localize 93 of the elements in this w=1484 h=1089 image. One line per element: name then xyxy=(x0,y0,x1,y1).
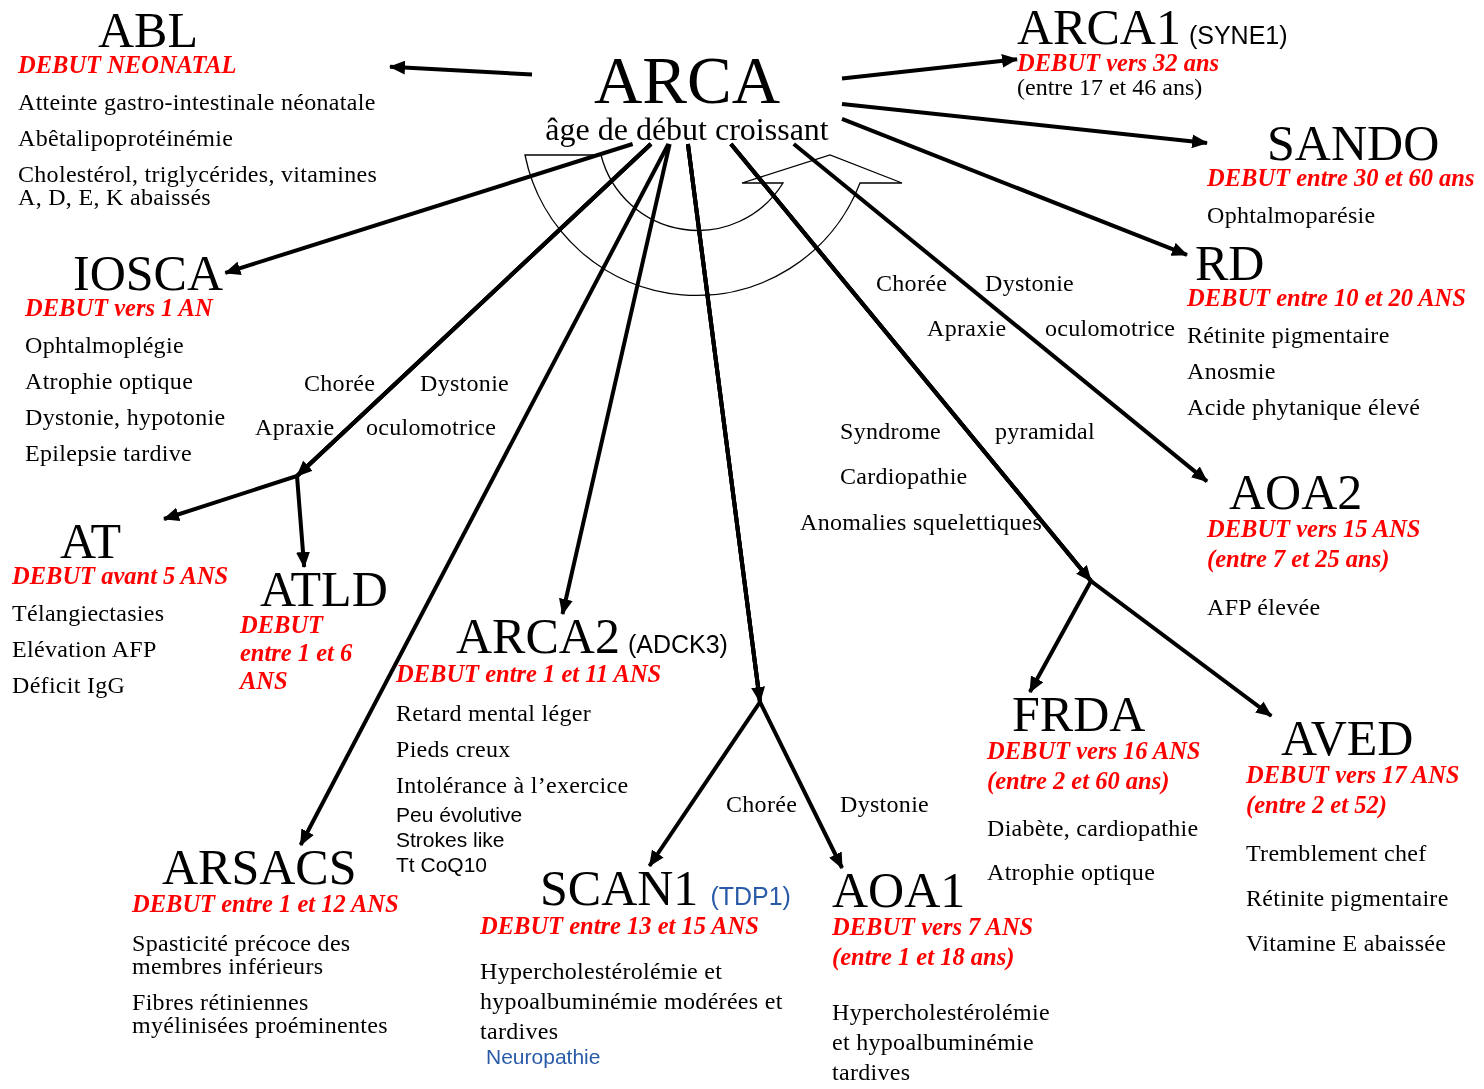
feature-label: Dystonie xyxy=(985,271,1075,295)
feature-label: Cardiopathie xyxy=(840,464,968,488)
arrow xyxy=(224,142,634,275)
feature-label: Apraxie xyxy=(927,316,1007,340)
arrow xyxy=(298,143,671,846)
symptom: Atrophie optique xyxy=(25,370,195,393)
onset-age: (entre 1 et 18 ans) xyxy=(832,942,1016,972)
gene-name: (TDP1) xyxy=(710,882,791,910)
onset-age: DEBUT vers 32 ans xyxy=(1017,50,1221,76)
feature-label: Chorée xyxy=(876,271,948,295)
feature-label: pyramidal xyxy=(995,419,1095,443)
arrow xyxy=(389,60,533,77)
arrow xyxy=(841,53,1018,81)
disease-name: ARCA1 xyxy=(1017,5,1181,49)
disease-name: SCAN1 xyxy=(540,866,699,910)
onset-range: (entre 17 et 46 ans) xyxy=(1017,76,1204,98)
arrow xyxy=(294,142,653,568)
symptom: Rétinite pigmentaire xyxy=(1246,887,1450,910)
onset-age: DEBUT entre 1 et 11 ANS xyxy=(396,659,663,689)
symptom: Hypercholestérolémie et hypoalbuminémie tardives xyxy=(832,998,1051,1087)
feature-label: Chorée xyxy=(304,371,376,395)
disease-name: ATLD xyxy=(260,567,388,611)
onset-age: DEBUT entre 1 et 12 ANS xyxy=(132,889,399,919)
arrow xyxy=(841,101,1208,149)
disease-name: ARCA2 xyxy=(456,614,620,658)
arrow xyxy=(792,142,1209,483)
symptom: Acide phytanique élevé xyxy=(1187,396,1422,419)
onset-age: DEBUT entre 13 et 15 ANS xyxy=(480,911,760,941)
symptom: Diabète, cardiopathie xyxy=(987,817,1200,840)
disease-name: AOA1 xyxy=(832,868,966,912)
symptom: Abêtalipoprotéinémie xyxy=(18,127,235,150)
symptom: Epilepsie tardive xyxy=(25,442,194,465)
feature-label: Dystonie xyxy=(840,792,930,816)
symptom: Atteinte gastro-intestinale néonatale xyxy=(18,91,377,114)
onset-age: (entre 2 et 52) xyxy=(1246,790,1388,820)
onset-age: DEBUT NEONATAL xyxy=(18,52,237,78)
note: Tt CoQ10 xyxy=(396,852,489,877)
symptom: Neuropathie xyxy=(486,1046,602,1068)
symptom: Cholestérol, triglycérides, vitamines A, D, E, K abaissés xyxy=(18,163,379,209)
feature-label: Chorée xyxy=(726,792,798,816)
symptom: Intolérance à l’exercice xyxy=(396,774,630,797)
arrow xyxy=(729,142,1273,718)
symptom: Fibres rétiniennes myélinisées proéminentes xyxy=(132,991,389,1037)
feature-label: Syndrome xyxy=(840,419,942,443)
gene-name: (ADCK3) xyxy=(627,630,728,658)
feature-label: oculomotrice xyxy=(1045,316,1176,340)
onset-age: (entre 2 et 60 ans) xyxy=(987,766,1171,796)
onset-age: DEBUT vers 17 ANS xyxy=(1246,760,1460,790)
gene-name: (SYNE1) xyxy=(1188,21,1288,49)
arrow xyxy=(559,143,672,615)
symptom: Déficit IgG xyxy=(12,674,127,697)
onset-age: DEBUT vers 16 ANS xyxy=(987,736,1201,766)
symptom: Tremblement chef xyxy=(1246,842,1428,865)
feature-label: Anomalies squelettiques xyxy=(800,510,1043,534)
onset-age: DEBUT vers 7 ANS xyxy=(832,912,1034,942)
symptom: Ophtalmoplégie xyxy=(25,334,185,357)
disease-name: ARSACS xyxy=(162,845,357,889)
feature-label: oculomotrice xyxy=(366,415,497,439)
onset-age: (entre 7 et 25 ans) xyxy=(1207,544,1391,574)
feature-label: Apraxie xyxy=(255,415,335,439)
symptom: Télangiectasies xyxy=(12,602,166,625)
symptom: Pieds creux xyxy=(396,738,512,761)
main-heading: ARCA xyxy=(592,50,782,110)
symptom: Atrophie optique xyxy=(987,861,1157,884)
symptom: Ophtalmoparésie xyxy=(1207,204,1377,227)
symptom: AFP élevée xyxy=(1207,596,1322,619)
arrow xyxy=(685,143,844,869)
arrow xyxy=(841,117,1188,257)
symptom: Elévation AFP xyxy=(12,638,158,661)
disease-name: FRDA xyxy=(1012,692,1146,736)
onset-age: DEBUT entre 10 et 20 ANS xyxy=(1187,285,1466,311)
onset-age: DEBUT entre 30 et 60 ans xyxy=(1207,165,1475,191)
disease-name: AT xyxy=(60,519,122,563)
note: Peu évolutive xyxy=(396,802,524,827)
feature-label: Dystonie xyxy=(420,371,510,395)
disease-name: IOSCA xyxy=(73,251,224,295)
onset-age: DEBUT entre 1 et 6 ANS xyxy=(240,611,354,695)
onset-age: DEBUT avant 5 ANS xyxy=(12,563,229,589)
disease-name: RD xyxy=(1195,241,1265,285)
symptom: Retard mental léger xyxy=(396,702,592,725)
note: Strokes like xyxy=(396,827,506,852)
symptom: Anosmie xyxy=(1187,360,1277,383)
symptom: Dystonie, hypotonie xyxy=(25,406,226,429)
symptom: Hypercholestérolémie et hypoalbuminémie modérées et tardives xyxy=(480,957,784,1046)
disease-name: AOA2 xyxy=(1229,470,1363,514)
symptom: Spasticité précoce des membres inférieurs xyxy=(132,932,352,978)
onset-age: DEBUT vers 1 AN xyxy=(25,295,215,321)
disease-name: AVED xyxy=(1281,716,1414,760)
disease-name: SANDO xyxy=(1267,121,1440,165)
symptom: Vitamine E abaissée xyxy=(1246,932,1448,955)
onset-age: DEBUT vers 15 ANS xyxy=(1207,514,1421,544)
symptom: Rétinite pigmentaire xyxy=(1187,324,1391,347)
disease-name: ABL xyxy=(98,8,198,52)
